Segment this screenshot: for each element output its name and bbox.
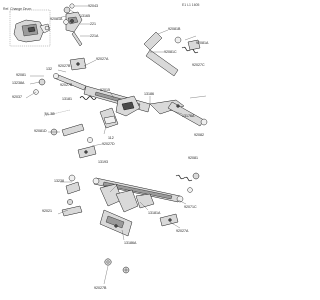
right-lower-parts — [159, 172, 200, 227]
change-drum-inset: Ref. Change Drum — [3, 7, 51, 47]
callout-label: 92027B — [58, 64, 71, 68]
callout-label: 13181 — [62, 97, 72, 101]
callout-label: 92071C — [184, 205, 197, 209]
callout-label: 92081C — [164, 50, 177, 54]
callout-label: 13186A — [124, 241, 137, 245]
callout-label: 13181A — [148, 211, 161, 215]
shift-pedal-arm — [149, 95, 208, 127]
callout-label: 13186 — [144, 92, 154, 96]
shift-shaft-top-assembly — [63, 3, 88, 47]
callout-label: 92027A — [96, 57, 109, 61]
main-shift-shaft — [79, 85, 151, 129]
callout-label: 92027B — [60, 83, 73, 87]
callout-label: 92043 — [88, 4, 98, 8]
callout-label: 13176A — [182, 114, 195, 118]
callout-label: 92027C — [192, 63, 205, 67]
callout-label: 92027A — [176, 229, 189, 233]
callout-label: 221 — [90, 22, 96, 26]
exploded-parts-diagram: E1 L1 1605 Ref. Change Drum — [3, 3, 209, 290]
callout-label: '84-'85 — [44, 112, 55, 116]
diagram-code: E1 L1 1605 — [182, 3, 199, 7]
callout-label: 92081D — [34, 129, 47, 133]
lower-rod-assembly — [92, 177, 184, 237]
callout-label: 132 — [46, 67, 52, 71]
callout-label: 92081A — [196, 41, 209, 45]
callout-label: 221A — [90, 34, 99, 38]
callout-label: 13238A — [12, 81, 25, 85]
bottom-washers — [103, 258, 130, 285]
inset-caption: Ref. Change Drum — [3, 7, 31, 11]
shift-lever-upper — [143, 31, 201, 77]
lower-linkage — [61, 174, 83, 217]
callout-label: 92081A — [50, 17, 63, 21]
variant-84-85-parts — [43, 109, 97, 159]
callout-label: 92081B — [168, 27, 181, 31]
callout-label: 92015 — [100, 88, 110, 92]
leader-lines — [30, 15, 187, 241]
callout-label: 92021 — [42, 209, 52, 213]
callout-label: 13165 — [80, 14, 90, 18]
callout-label: 112 — [108, 136, 114, 140]
callout-label: 92027B — [94, 286, 107, 290]
callout-label: 92027D — [102, 142, 115, 146]
callout-label: 13238 — [54, 179, 64, 183]
callout-label: 92037 — [12, 95, 22, 99]
callout-label: 92081 — [188, 156, 198, 160]
callout-label: 92082 — [194, 133, 204, 137]
shift-shaft-left — [25, 57, 87, 99]
callout-label: 92081 — [16, 73, 26, 77]
callout-label: 13193 — [98, 160, 108, 164]
callout-labels: 92043 13165 92081A 92081B 221 221A 92081… — [12, 4, 209, 290]
